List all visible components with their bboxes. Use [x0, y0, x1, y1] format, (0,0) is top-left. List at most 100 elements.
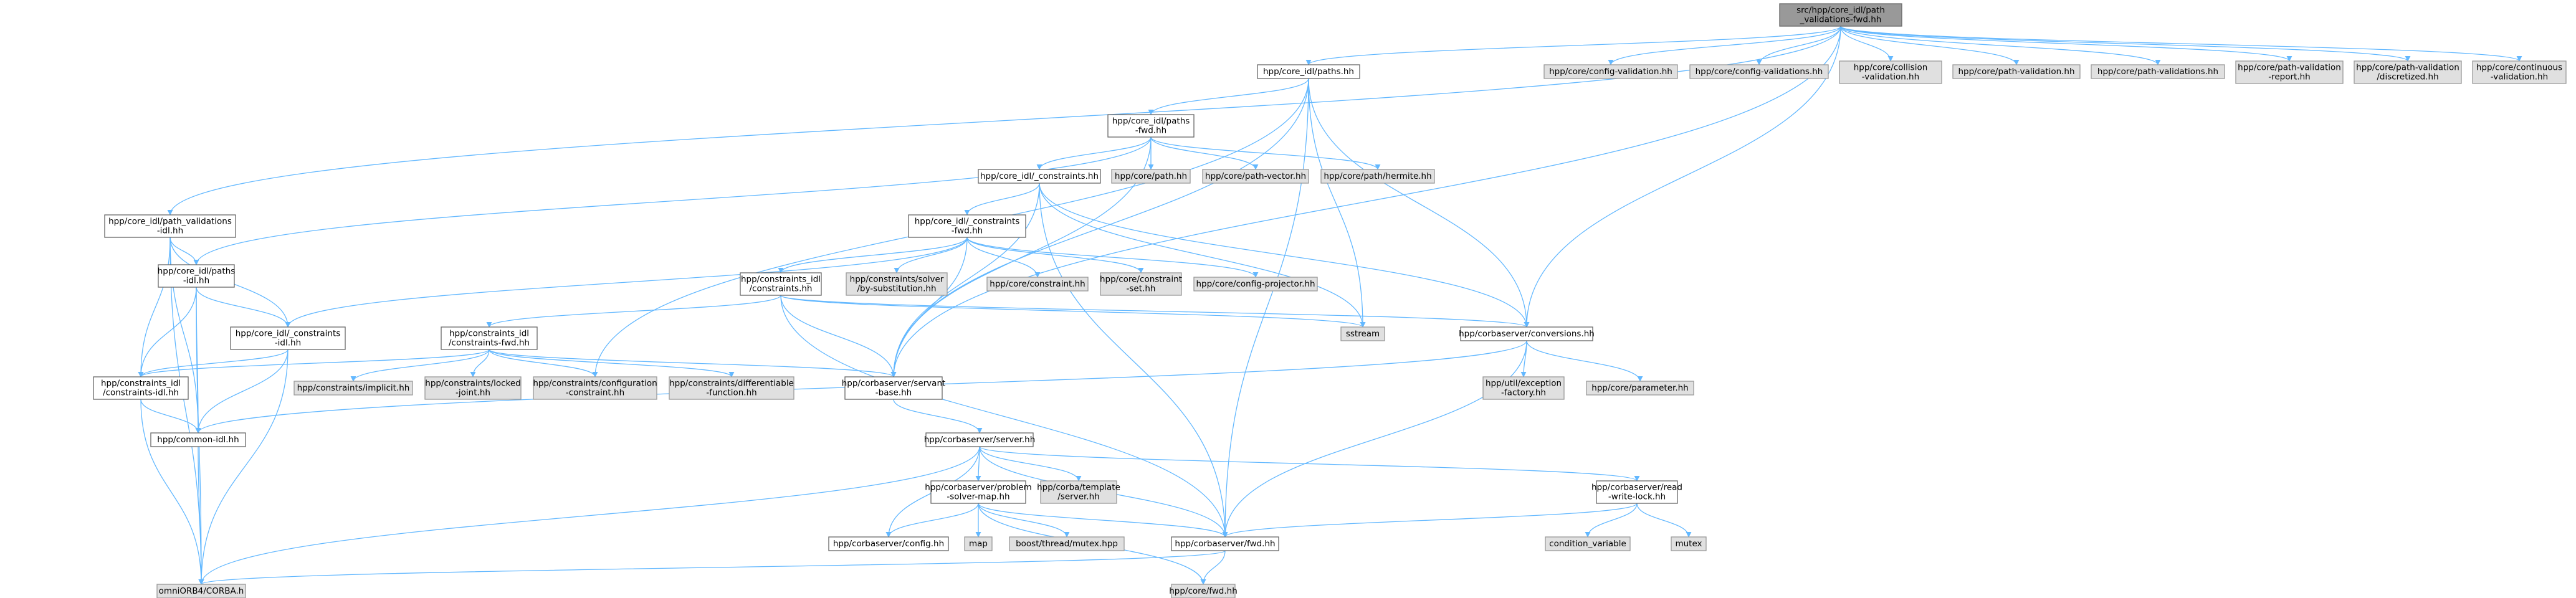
edge-server-to-corbatpl	[979, 446, 1082, 482]
node-box	[930, 480, 1026, 504]
node-label: -solver-map.hh	[947, 492, 1009, 502]
node-label: /by-substitution.hh	[857, 284, 936, 294]
node-label: hpp/constraints/differentiable	[669, 379, 794, 389]
node-label: hpp/util/exception	[1486, 379, 1562, 389]
edge-considl-to-orb	[198, 349, 289, 585]
node-pathsidl[interactable]: hpp/core_idl/paths-idl.hh	[158, 264, 236, 288]
node-label: -set.hh	[1127, 284, 1156, 294]
node-label: hpp/constraints/implicit.hh	[297, 383, 410, 393]
edge-pathsidl-to-considl	[196, 287, 291, 328]
node-pathval: hpp/core/path-validation.hh	[1952, 64, 2081, 79]
node-label: /constraints-fwd.hh	[449, 338, 530, 348]
node-label: _validations-fwd.hh	[1800, 15, 1882, 25]
node-cfgval: hpp/core/config-validation.hh	[1543, 64, 1678, 79]
node-box	[1545, 536, 1631, 551]
node-pathsfwd[interactable]: hpp/core_idl/paths-fwd.hh	[1107, 114, 1195, 138]
node-label: mutex	[1675, 539, 1702, 549]
edge-cidlfwd-to-diff	[489, 349, 735, 377]
node-box	[1340, 326, 1385, 341]
node-label: -write-lock.hh	[1608, 492, 1666, 502]
node-root[interactable]: src/hpp/core_idl/path_validations-fwd.hh	[1779, 3, 1902, 27]
node-box	[93, 376, 189, 400]
node-hermite: hpp/core/path/hermite.hh	[1320, 169, 1435, 184]
node-constraints[interactable]: hpp/core_idl/_constraints.hh	[978, 169, 1101, 184]
node-box	[1107, 114, 1195, 138]
node-box	[1100, 272, 1182, 296]
node-fwd[interactable]: hpp/corbaserver/fwd.hh	[1171, 536, 1279, 551]
node-colval: hpp/core/collision-validation.hh	[1839, 60, 1942, 84]
node-label: hpp/core/config-validations.hh	[1696, 67, 1823, 77]
node-label: map	[969, 539, 988, 549]
node-label: omniORB4/CORBA.h	[159, 586, 244, 596]
nodes-layer: src/hpp/core_idl/path_validations-fwd.hh…	[93, 3, 2567, 598]
node-server[interactable]: hpp/corbaserver/server.hh	[924, 432, 1036, 447]
node-common[interactable]: hpp/common-idl.hh	[150, 432, 246, 447]
node-config[interactable]: hpp/corbaserver/config.hh	[828, 536, 949, 551]
node-label: hpp/common-idl.hh	[157, 435, 239, 445]
node-label: hpp/corbaserver/conversions.hh	[1459, 329, 1595, 339]
node-box	[1952, 64, 2081, 79]
node-label: hpp/core_idl/paths	[158, 267, 236, 277]
node-paths[interactable]: hpp/core_idl/paths.hh	[1257, 64, 1360, 79]
node-label: -idl.hh	[183, 276, 209, 286]
node-conversions[interactable]: hpp/corbaserver/conversions.hh	[1459, 326, 1595, 341]
edge-cidlfwd-to-locked	[470, 349, 490, 377]
node-corepath: hpp/core/path.hh	[1111, 169, 1191, 184]
edge-root-to-paths	[1305, 26, 1841, 65]
node-box	[1009, 536, 1125, 551]
edge-cidlfwd-to-servant	[489, 349, 897, 377]
edge-root-to-conversions	[1524, 26, 1841, 328]
edge-server-to-rwlock	[979, 446, 1640, 482]
node-label: -factory.hh	[1501, 388, 1546, 398]
edge-cidlfwd-to-cfgconstraint	[489, 349, 598, 377]
node-corefwd: hpp/core/fwd.hh	[1169, 584, 1238, 598]
edge-consfwd-to-solver	[894, 237, 968, 273]
node-label: hpp/core/path-vector.hh	[1205, 171, 1306, 181]
node-problem[interactable]: hpp/corbaserver/problem-solver-map.hh	[925, 480, 1032, 504]
node-label: hpp/core/collision	[1854, 63, 1928, 73]
node-label: -validation.hh	[1862, 72, 1919, 82]
node-mutex: mutex	[1671, 536, 1707, 551]
node-label: hpp/corbaserver/fwd.hh	[1175, 539, 1275, 549]
node-label: -base.hh	[875, 388, 912, 398]
node-label: hpp/core/path/hermite.hh	[1324, 171, 1431, 181]
node-exception: hpp/util/exception-factory.hh	[1482, 376, 1565, 400]
edge-consfwd-to-considl	[285, 237, 968, 328]
node-box	[1202, 169, 1309, 184]
node-box	[1671, 536, 1707, 551]
node-considl[interactable]: hpp/core_idl/_constraints-idl.hh	[230, 326, 346, 350]
node-label: hpp/constraints/solver	[850, 275, 944, 285]
node-box	[1779, 3, 1902, 27]
edge-pvidl-to-cidlidl	[138, 237, 171, 377]
node-box	[846, 272, 948, 296]
node-label: hpp/core/path.hh	[1115, 171, 1187, 181]
node-label: hpp/corba/template	[1037, 483, 1120, 493]
node-label: hpp/core_idl/path_validations	[108, 217, 232, 227]
node-box	[1320, 169, 1435, 184]
edge-problem-to-mutexhpp	[978, 503, 1070, 538]
node-label: hpp/core/continuous	[2476, 63, 2562, 73]
node-label: hpp/constraints_idl	[101, 379, 181, 389]
node-pathvec: hpp/core/path-vector.hh	[1202, 169, 1309, 184]
node-pvidl[interactable]: hpp/core_idl/path_validations-idl.hh	[104, 214, 236, 238]
node-box	[156, 584, 246, 598]
node-label: hpp/core/path-validation.hh	[1958, 67, 2074, 77]
node-rwlock[interactable]: hpp/corbaserver/read-write-lock.hh	[1591, 480, 1682, 504]
node-cidlcons[interactable]: hpp/constraints_idl/constraints.hh	[740, 272, 822, 296]
node-cidlfwd[interactable]: hpp/constraints_idl/constraints-fwd.hh	[441, 326, 538, 350]
node-box	[1586, 381, 1694, 396]
node-servant[interactable]: hpp/corbaserver/servant-base.hh	[842, 376, 946, 400]
node-box	[230, 326, 346, 350]
edge-servant-to-server	[893, 399, 983, 434]
node-cidlidl[interactable]: hpp/constraints_idl/constraints-idl.hh	[93, 376, 189, 400]
node-pvreport: hpp/core/path-validation-report.hh	[2235, 60, 2344, 84]
node-consset: hpp/core/constraint-set.hh	[1100, 272, 1182, 296]
node-condvar: condition_variable	[1545, 536, 1631, 551]
edge-consfwd-to-cidlcons	[778, 237, 968, 273]
edge-cidlcons-to-cidlfwd	[486, 295, 781, 328]
node-consfwd[interactable]: hpp/core_idl/_constraints-fwd.hh	[908, 214, 1026, 238]
node-label: -idl.hh	[157, 226, 183, 236]
node-label: -idl.hh	[275, 338, 301, 348]
edge-conversions-to-param	[1526, 340, 1643, 382]
node-label: hpp/core/path-validation	[2238, 63, 2341, 73]
